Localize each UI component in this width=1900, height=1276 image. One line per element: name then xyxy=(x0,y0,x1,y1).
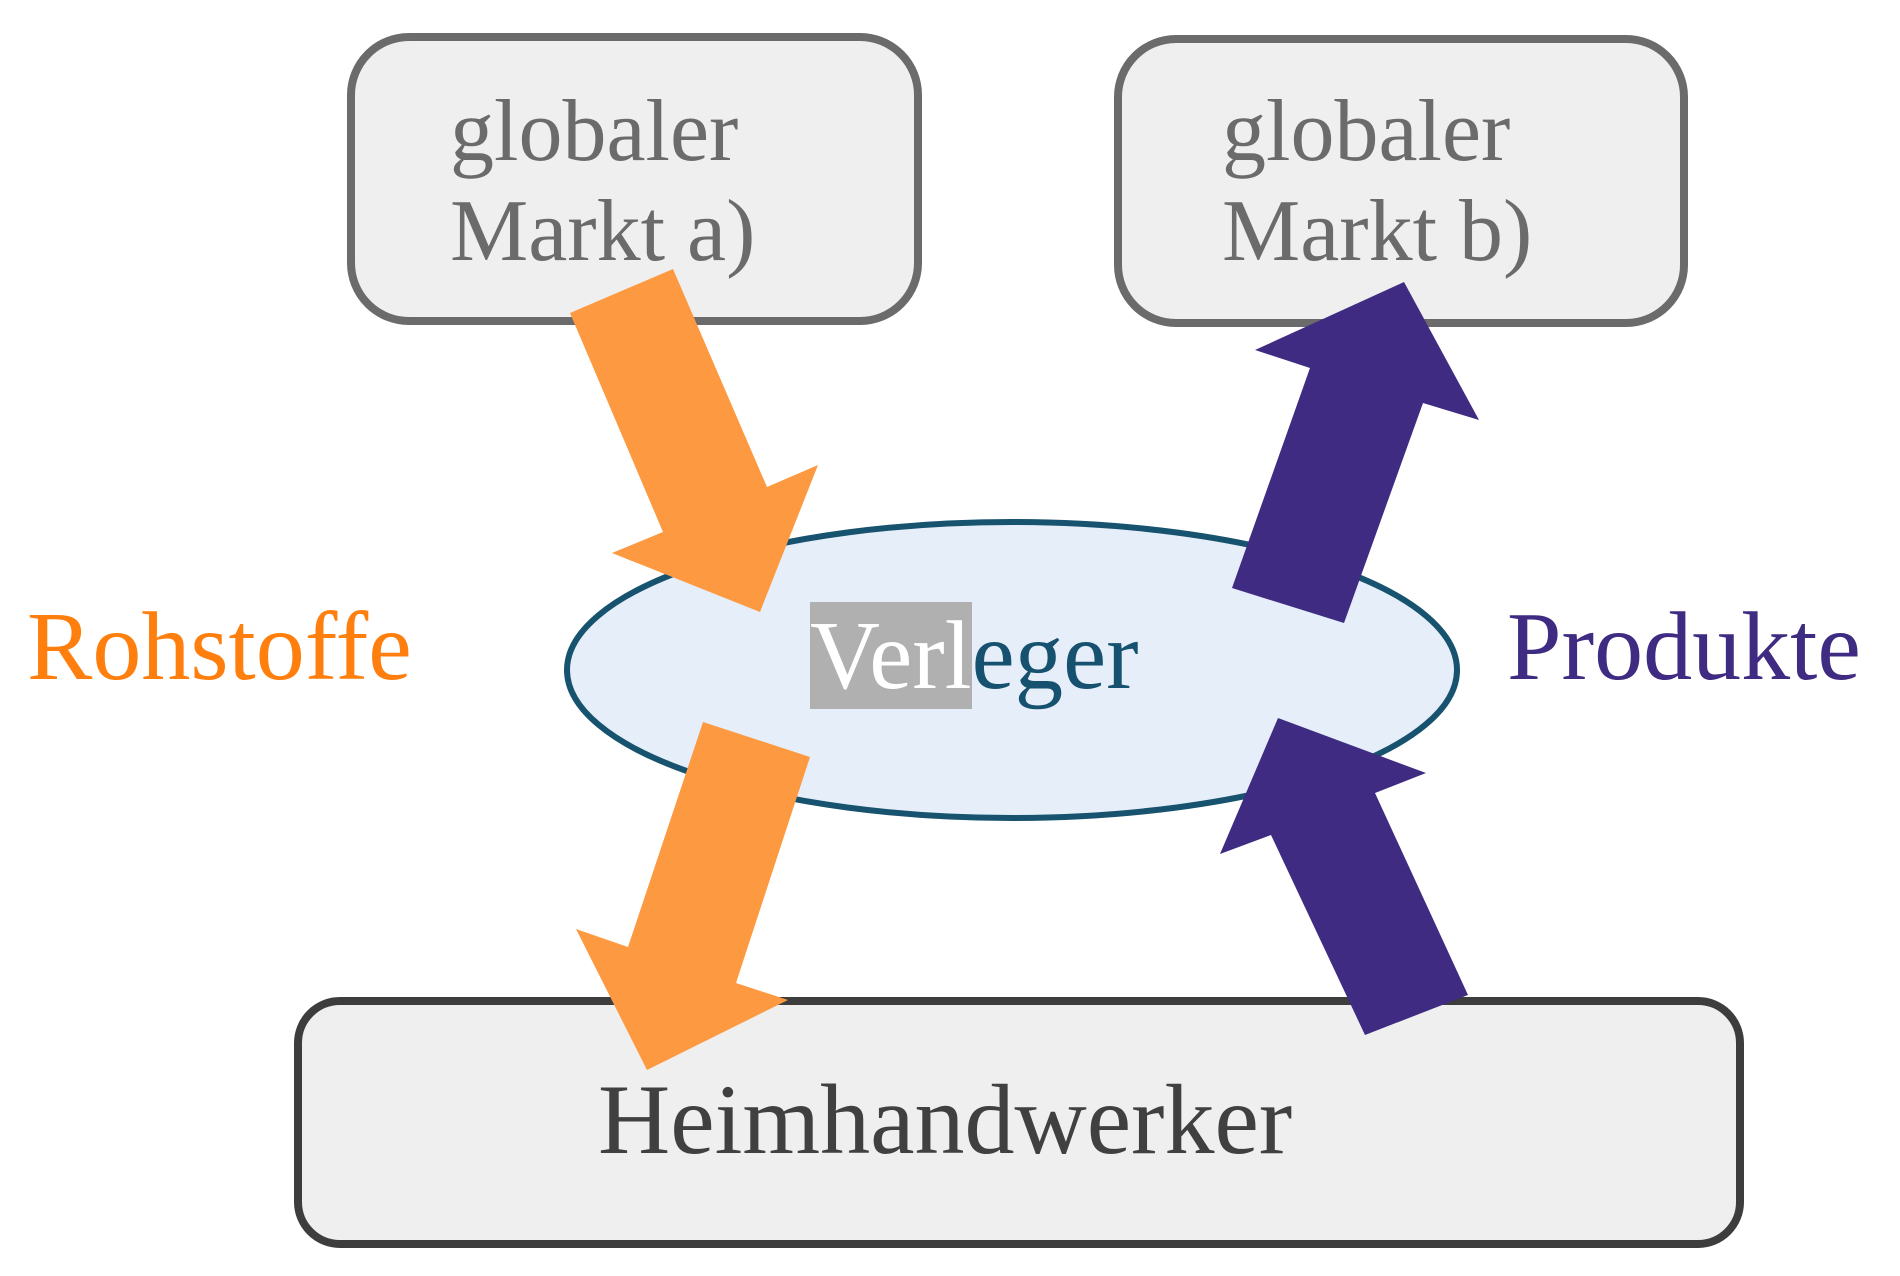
verleger-ellipse xyxy=(564,519,1460,821)
verleger-label[interactable]: Verleger xyxy=(810,600,1139,712)
verleger-label-rest[interactable]: eger xyxy=(971,602,1139,709)
rohstoffe-arrow-verleger-to-heimhandwerker xyxy=(576,722,810,1070)
market-a-line1: globaler xyxy=(450,83,739,180)
market-b-label: globaler Markt b) xyxy=(1222,82,1532,282)
produkte-label: Produkte xyxy=(1507,593,1861,701)
rohstoffe-label: Rohstoffe xyxy=(27,593,412,701)
produkte-arrow-verleger-to-market xyxy=(1232,282,1479,623)
market-b-line1: globaler xyxy=(1222,83,1511,180)
market-b-line2: Markt b) xyxy=(1222,183,1533,280)
text-selection[interactable]: Verl xyxy=(810,602,972,709)
heimhandwerker-label: Heimhandwerker xyxy=(598,1064,1293,1175)
market-a-label: globaler Markt a) xyxy=(450,82,755,282)
market-a-line2: Markt a) xyxy=(450,183,756,280)
rohstoffe-arrow-market-to-verleger xyxy=(570,269,818,612)
produkte-arrow-heimhandwerker-to-verleger xyxy=(1220,718,1468,1035)
